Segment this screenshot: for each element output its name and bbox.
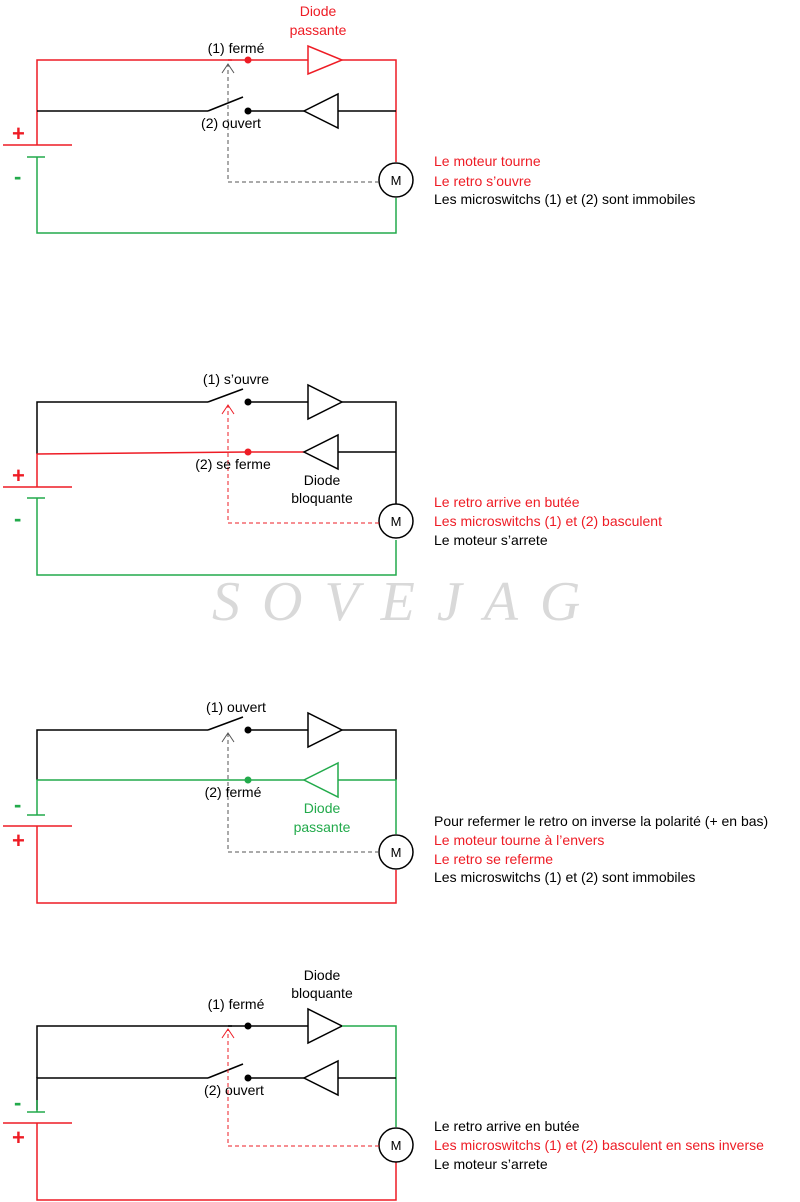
- panel-1-note-3: Les microswitchs (1) et (2) sont immobil…: [434, 191, 695, 207]
- panel-1-plus-sign: +: [12, 121, 25, 146]
- panel-1-motor: [378, 162, 414, 198]
- panel-4-circuit: M - + Diode bloquante (1) fermé (2) ouve…: [3, 967, 764, 1201]
- panel-1-diode-label-2: passante: [290, 22, 347, 38]
- panel-3-minus-sign: -: [14, 792, 21, 817]
- panel-4-top-wire-left: [36, 1025, 232, 1078]
- panel-3-top-wire-left: [36, 729, 208, 780]
- panel-3-right-wire-top: [342, 729, 397, 780]
- panel-1-switch1-contact: [244, 56, 252, 64]
- panel-1-top-wire-left: [36, 59, 232, 145]
- panel-1-note-1: Le moteur tourne: [434, 153, 541, 169]
- panel-2-diode-bottom: [302, 433, 339, 471]
- panel-2-mechanical-link: [227, 406, 379, 524]
- panel-4-diode-top: [307, 1007, 344, 1045]
- panel-2-note-2: Les microswitchs (1) et (2) basculent: [434, 513, 662, 529]
- panel-2-minus-sign: -: [14, 506, 21, 531]
- panel-1-circuit: M + - Diode passante (1) fermé (2) ouver…: [3, 3, 695, 234]
- panel-3-mechanical-link: [227, 734, 379, 853]
- panel-2-top-wire-left: [36, 401, 208, 454]
- panel-4-note-1: Le retro arrive en butée: [434, 1118, 580, 1134]
- panel-2-bottom-wire-left: [36, 451, 249, 487]
- panel-1-motor-label: M: [391, 173, 402, 188]
- panel-2-switch1-label: (1) s’ouvre: [203, 371, 269, 387]
- panel-1-minus-sign: -: [14, 164, 21, 189]
- panel-1-diode-bottom: [302, 92, 339, 130]
- panel-3-circuit: M - + (1) ouvert (2) fermé Diode passant…: [3, 699, 768, 904]
- panel-3-plus-sign: +: [12, 828, 25, 853]
- panel-1-switch2-blade: [207, 96, 244, 112]
- panel-2-motor: [378, 503, 414, 539]
- panel-3-diode-top: [307, 711, 344, 749]
- panel-3-switch1-blade: [207, 716, 244, 731]
- panel-3-return-wire: [36, 826, 397, 904]
- panel-2-motor-label: M: [391, 514, 402, 529]
- panel-2-switch1-blade: [207, 388, 244, 403]
- panel-3-diode-bottom: [302, 761, 339, 799]
- panel-3-switch1-label: (1) ouvert: [206, 699, 266, 715]
- panel-4-switch2-label: (2) ouvert: [204, 1082, 264, 1098]
- panel-3-note-1: Pour refermer le retro on inverse la pol…: [434, 813, 768, 829]
- panel-2-return-wire: [36, 498, 397, 576]
- panel-3-bottom-wire-left: [36, 779, 248, 815]
- panel-1-return-wire: [36, 157, 397, 234]
- panel-3-motor-label: M: [391, 845, 402, 860]
- panel-3-note-2: Le moteur tourne à l’envers: [434, 832, 604, 848]
- panel-4-minus-sign: -: [14, 1090, 21, 1115]
- panel-4-diode-bottom: [302, 1059, 339, 1097]
- panel-2-diode-label-1: Diode: [304, 472, 341, 488]
- watermark: SOVEJAG: [212, 571, 602, 633]
- panel-3-note-4: Les microswitchs (1) et (2) sont immobil…: [434, 869, 695, 885]
- panel-3-diode-label-2: passante: [294, 819, 351, 835]
- panel-2-plus-sign: +: [12, 463, 25, 488]
- panel-3-right-wire-bottom: [338, 779, 397, 834]
- panel-3-note-3: Le retro se referme: [434, 851, 553, 867]
- panel-4-return-wire: [36, 1123, 397, 1201]
- panel-4-note-3: Le moteur s’arrete: [434, 1156, 548, 1172]
- panel-1-switch2-label: (2) ouvert: [201, 115, 261, 131]
- panel-1-diode-label-1: Diode: [300, 3, 337, 19]
- panel-2-note-3: Le moteur s’arrete: [434, 532, 548, 548]
- panel-4-link-arrow: [221, 1028, 235, 1039]
- panel-4-switch2-blade: [207, 1063, 244, 1079]
- panel-3-link-arrow: [221, 732, 235, 743]
- panel-1-mechanical-link: [227, 64, 379, 183]
- panel-4-diode-label-2: bloquante: [291, 985, 353, 1001]
- panel-2-switch2-label: (2) se ferme: [195, 456, 271, 472]
- panel-4-motor-label: M: [391, 1138, 402, 1153]
- panel-2-right-wire: [342, 401, 397, 504]
- panel-2-note-1: Le retro arrive en butée: [434, 494, 580, 510]
- panel-1-link-arrow: [221, 63, 235, 74]
- panel-1-right-wire: [342, 59, 397, 162]
- panel-4-diode-label-1: Diode: [304, 967, 341, 983]
- panel-4-plus-sign: +: [12, 1125, 25, 1150]
- panel-2-diode-label-2: bloquante: [291, 490, 353, 506]
- panel-4-note-2: Les microswitchs (1) et (2) basculent en…: [434, 1137, 764, 1153]
- panel-4-right-wire: [342, 1025, 397, 1127]
- panel-2-link-arrow: [221, 404, 235, 415]
- panel-4-motor: [378, 1127, 414, 1163]
- panel-4-mechanical-link: [227, 1030, 379, 1147]
- panel-2-diode-top: [307, 383, 344, 421]
- panel-3-switch2-label: (2) fermé: [205, 784, 262, 800]
- panel-4-switch1-label: (1) fermé: [208, 996, 265, 1012]
- panel-1-switch1-label: (1) fermé: [208, 40, 265, 56]
- panel-3-diode-label-1: Diode: [304, 800, 341, 816]
- panel-4-bottom-wire-left: [36, 1077, 208, 1110]
- panel-1-note-2: Le retro s’ouvre: [434, 173, 531, 189]
- panel-1-diode-top: [307, 44, 344, 76]
- panel-2-circuit: M + - (1) s’ouvre (2) se ferme Diode blo…: [3, 371, 662, 576]
